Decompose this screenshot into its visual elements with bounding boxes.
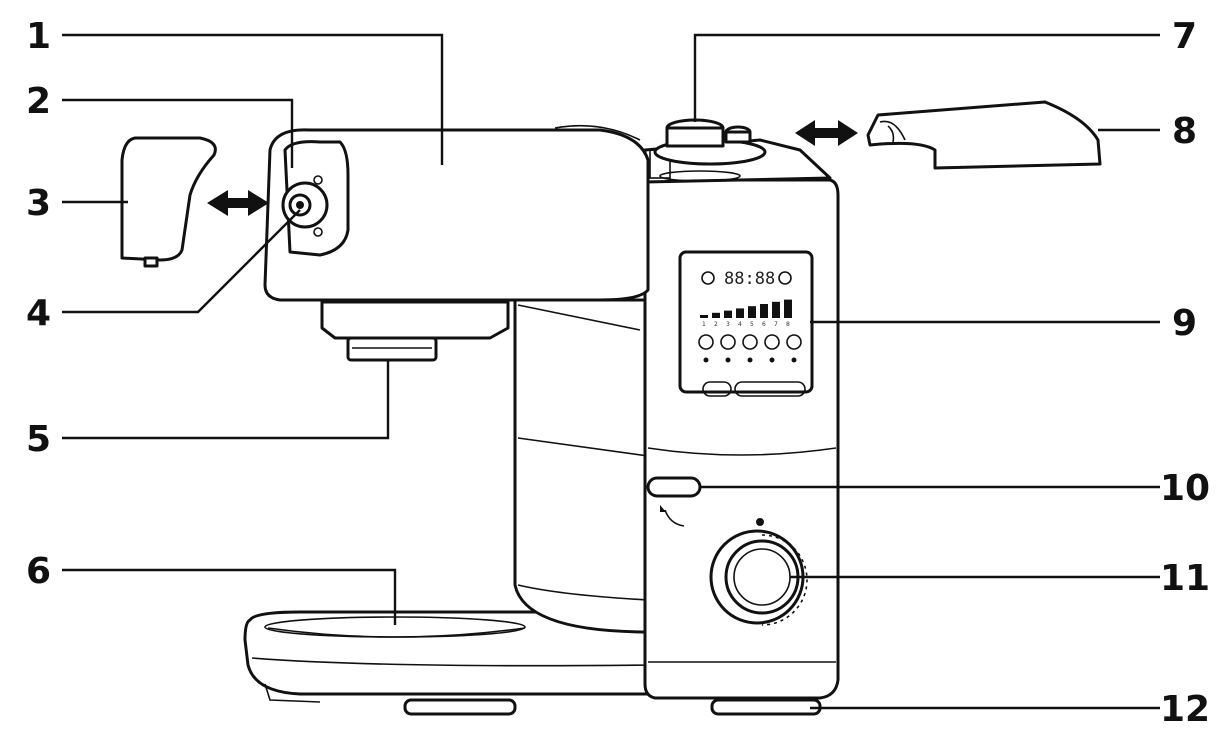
panel-button-row	[698, 334, 802, 363]
callout-9: 9	[1172, 303, 1197, 344]
callout-10: 10	[1160, 468, 1210, 509]
speed-level-label: 2	[714, 321, 718, 328]
leader-line-7	[693, 33, 1160, 122]
callout-numbers: 1 2 3 4 5 6 7 8 9 10 11 12	[26, 16, 1210, 730]
callout-5: 5	[26, 419, 51, 460]
speed-level-indicator: 1 2 3 4 5 6 7 8	[700, 299, 792, 328]
stand-mixer-illustration: 88:88 1 2 3 4 5 6 7 8	[120, 100, 1102, 716]
callout-7: 7	[1172, 16, 1197, 57]
speed-level-label: 5	[750, 321, 754, 328]
speed-level-label: 1	[702, 321, 706, 328]
callout-11: 11	[1160, 558, 1210, 599]
reset-button[interactable]	[702, 381, 732, 397]
speed-level-label: 6	[762, 321, 766, 328]
panel-function-button[interactable]	[764, 334, 780, 350]
leader-line-2	[62, 98, 294, 168]
double-arrow-icon	[207, 190, 269, 216]
callout-4: 4	[26, 293, 51, 334]
callout-8: 8	[1172, 111, 1197, 152]
callout-3: 3	[26, 183, 51, 224]
double-arrow-icon	[795, 120, 858, 146]
leader-line-4	[62, 209, 301, 314]
tilt-lock-lever[interactable]	[646, 476, 702, 527]
speed-level-label: 7	[774, 321, 778, 328]
leader-line-6	[62, 568, 397, 625]
speed-control-knob[interactable]	[709, 518, 808, 626]
mixer-head	[263, 124, 650, 362]
callout-12: 12	[1160, 689, 1210, 730]
callout-1: 1	[26, 16, 51, 57]
speed-level-bar	[736, 308, 744, 318]
speed-level-bar	[760, 304, 768, 318]
panel-function-icon	[747, 357, 753, 363]
panel-function-button[interactable]	[698, 334, 714, 350]
panel-function-icon	[791, 357, 797, 363]
panel-function-icon	[725, 357, 731, 363]
panel-function-icon	[769, 357, 775, 363]
start-button[interactable]	[734, 381, 806, 397]
control-panel: 88:88 1 2 3 4 5 6 7 8	[678, 250, 814, 397]
speed-level-bar	[748, 306, 756, 318]
speed-level-bar	[700, 315, 708, 318]
callout-6: 6	[26, 551, 51, 592]
front-outlet-cover	[120, 136, 217, 268]
display-readout: 88:88	[724, 269, 775, 289]
top-outlet-cover	[866, 100, 1102, 170]
callout-2: 2	[26, 81, 51, 122]
leader-line-1	[62, 33, 444, 165]
speed-level-bar	[772, 301, 780, 318]
speed-level-bar	[712, 312, 720, 318]
speed-level-label: 8	[786, 321, 790, 328]
speed-level-bar	[784, 299, 792, 318]
leader-lines	[62, 33, 1160, 710]
speed-level-label: 4	[738, 321, 742, 328]
panel-function-icon	[703, 357, 709, 363]
leader-line-5	[62, 360, 390, 440]
speed-level-bar	[724, 310, 732, 318]
panel-function-button[interactable]	[742, 334, 758, 350]
panel-function-button[interactable]	[786, 334, 802, 350]
panel-function-button[interactable]	[720, 334, 736, 350]
speed-level-label: 3	[726, 321, 730, 328]
